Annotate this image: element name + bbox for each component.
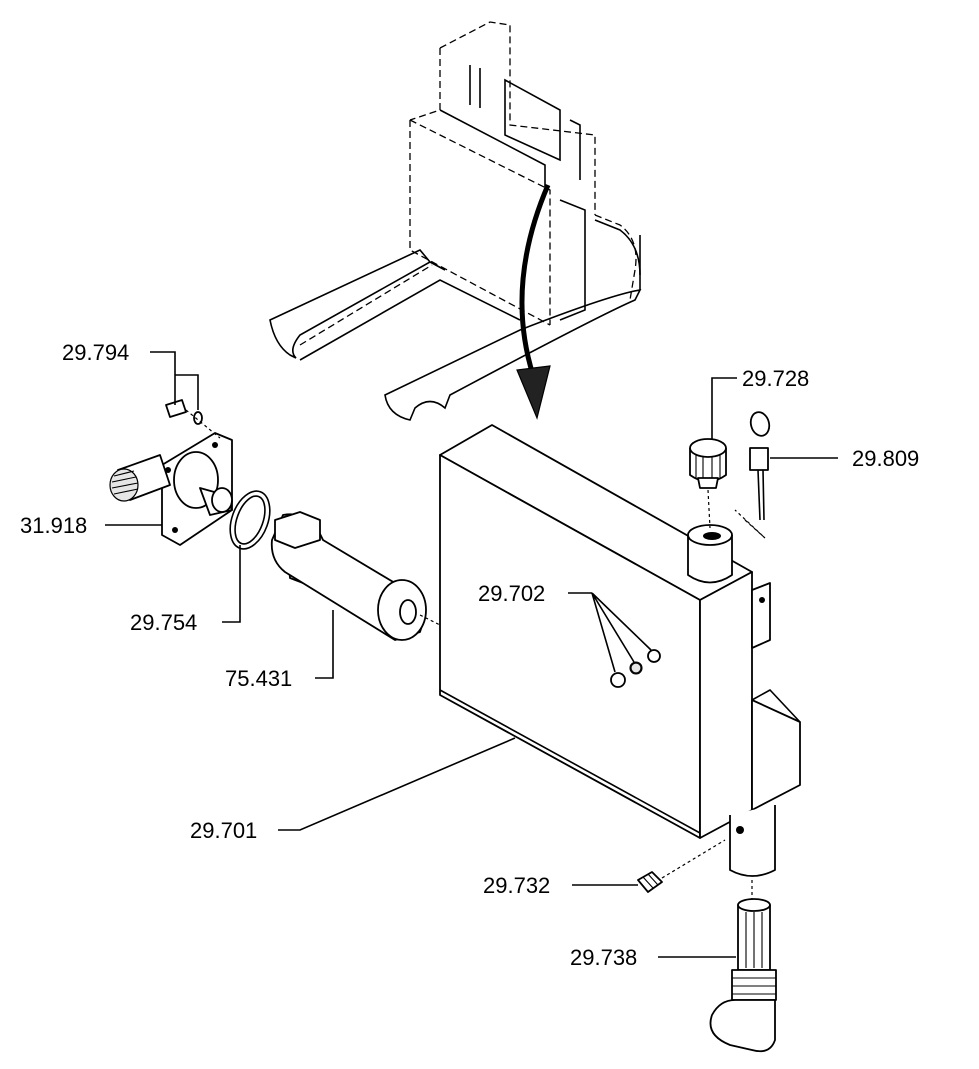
dipstick-29809: [734, 411, 771, 539]
insertion-arrow: [516, 184, 551, 420]
label-31918: 31.918: [20, 513, 87, 538]
label-29728: 29.728: [742, 366, 809, 391]
label-29701: 29.701: [190, 818, 257, 843]
label-29732: 29.732: [483, 873, 550, 898]
label-29809: 29.809: [852, 446, 919, 471]
nuts-29702: [610, 649, 661, 688]
label-29702: 29.702: [478, 581, 545, 606]
fitting-29738: [709, 880, 777, 1053]
upper-housing: [269, 21, 642, 421]
pump-31918: [109, 432, 233, 546]
filter-75431: [270, 511, 441, 641]
label-29754: 29.754: [130, 610, 197, 635]
tank-29701: [439, 424, 801, 877]
cap-29728: [689, 438, 727, 529]
label-75431: 75.431: [225, 666, 292, 691]
part-labels: 29.794 31.918 29.754 75.431 29.728 29.80…: [20, 340, 919, 970]
label-29794: 29.794: [62, 340, 129, 365]
label-29738: 29.738: [570, 945, 637, 970]
plug-29732: [637, 839, 726, 893]
screw-29794: [165, 399, 221, 439]
leader-lines: [105, 351, 838, 958]
